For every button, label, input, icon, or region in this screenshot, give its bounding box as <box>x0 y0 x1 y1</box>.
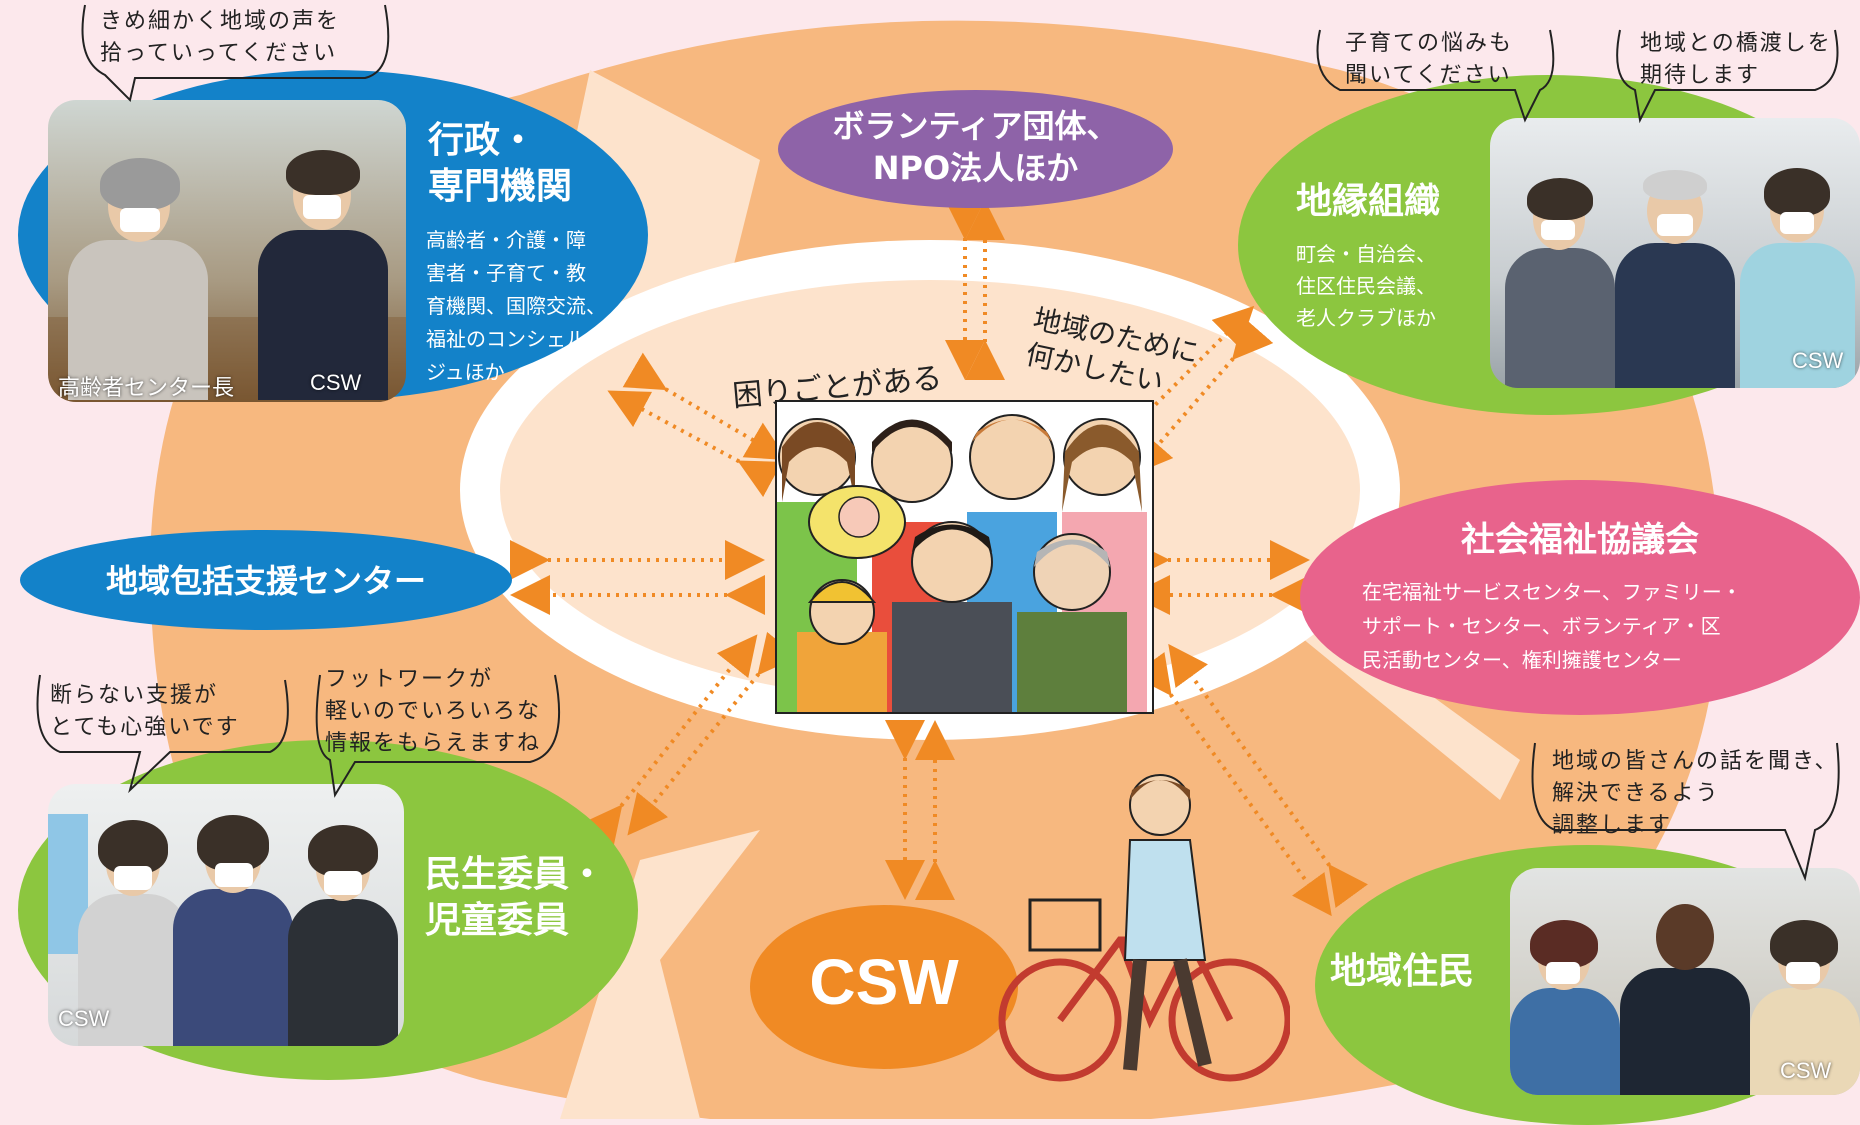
photo-admin-caption-1: 高齢者センター長 <box>58 375 235 400</box>
arrow-jumin-2 <box>1168 643 1368 908</box>
family-illustration <box>775 400 1154 714</box>
photo-admin: 高齢者センター長 CSW <box>48 100 406 402</box>
csw-bicycle-illustration <box>998 774 1290 1082</box>
photo-minsei-person-3 <box>288 809 398 1046</box>
photo-minsei-caption: CSW <box>58 1006 110 1031</box>
minsei-title: 民生委員・ 児童委員 <box>425 854 606 941</box>
bubble-minsei-left: 断らない支援が とても心強いです <box>50 683 240 740</box>
band-stripe-bottom <box>560 830 760 1119</box>
bubble-admin-outline <box>81 4 390 102</box>
shakyo-title: 社会福祉協議会 <box>1461 520 1699 560</box>
bubble-jien-outline <box>1316 29 1839 124</box>
volunteer-title: ボランティア団体、 NPO法人ほか <box>832 107 1119 187</box>
bubble-minsei-right: フットワークが 軽いのでいろいろな 情報をもらえますね <box>325 667 542 756</box>
photo-jumin-person-1 <box>1510 908 1620 1095</box>
bubble-admin: きめ細かく地域の声を 拾っていってください <box>100 9 341 66</box>
photo-jien-person-3 <box>1740 148 1855 388</box>
family-group-image <box>777 414 1147 712</box>
photo-admin-person-right <box>258 130 388 400</box>
node-shakyo <box>1300 480 1860 715</box>
csw-title: CSW <box>809 946 959 1018</box>
photo-minsei-person-1 <box>78 804 188 1046</box>
photo-admin-person-left <box>68 140 208 400</box>
houkatsu-title: 地域包括支援センター <box>105 562 426 600</box>
photo-admin-caption-2: CSW <box>310 370 362 395</box>
photo-minsei-person-2 <box>173 799 293 1046</box>
photo-jien-caption: CSW <box>1792 348 1844 373</box>
photo-jien-person-2 <box>1615 148 1735 388</box>
photo-jien: CSW <box>1490 118 1860 388</box>
photo-jumin-person-3 <box>1750 908 1860 1095</box>
node-houkatsu <box>20 530 512 630</box>
arrow-minsei-1 <box>627 631 799 836</box>
photo-jien-person-1 <box>1505 158 1615 388</box>
node-volunteer <box>778 90 1173 208</box>
bubble-minsei-outline <box>36 674 561 798</box>
photo-jumin-person-2 <box>1620 888 1750 1095</box>
shakyo-desc: 在宅福祉サービスセンター、ファミリー・ サポート・センター、ボランティア・区 民… <box>1362 580 1742 672</box>
bubble-jumin: 地域の皆さんの話を聞き、 解決できるよう 調整します <box>1552 749 1839 838</box>
bubble-jien-left: 子育ての悩みも 聞いてください <box>1345 31 1514 88</box>
arrow-jien-2 <box>1131 316 1274 476</box>
admin-title: 行政・ 専門機関 <box>428 120 573 207</box>
jien-title: 地縁組織 <box>1296 181 1441 222</box>
jumin-title: 地域住民 <box>1330 951 1475 992</box>
node-csw <box>750 905 1018 1069</box>
photo-minsei: CSW <box>48 784 404 1046</box>
jien-desc: 町会・自治会、 住区住民会議、 老人クラブほか <box>1296 242 1436 330</box>
bubble-jumin-outline <box>1531 742 1840 882</box>
arrow-minsei-2 <box>581 634 758 849</box>
photo-jumin: CSW <box>1510 868 1860 1095</box>
photo-jumin-caption: CSW <box>1780 1058 1832 1083</box>
bubble-jien-right: 地域との橋渡しを 期待します <box>1640 31 1832 88</box>
admin-desc: 高齢者・介護・障 害者・子育て・教 育機関、国際交流、 福祉のコンシェル ジュほ… <box>426 228 606 384</box>
